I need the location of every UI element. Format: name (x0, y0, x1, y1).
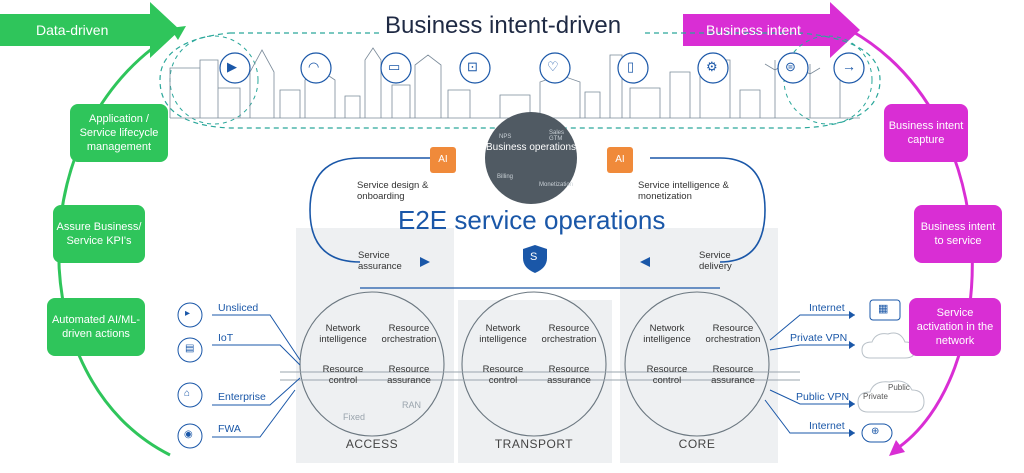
arc-label-nps: NPS (499, 134, 512, 140)
transport-resource-orchestration: Resource orchestration (541, 323, 597, 345)
car-icon: ⊜ (785, 59, 796, 74)
film-icon: ▦ (878, 303, 889, 315)
video-icon: ▸ (185, 308, 191, 319)
right-service-lines (764, 314, 855, 434)
iot-icon-circle (177, 337, 203, 363)
service-unsliced-label: Unsliced (218, 302, 259, 314)
transport-domain-label: TRANSPORT (494, 437, 574, 451)
core-resource-orchestration: Resource orchestration (705, 323, 761, 345)
service-intelligence-label: Service intelligence & monetization (638, 180, 729, 202)
core-resource-assurance: Resource assurance (711, 364, 755, 386)
transport-network-intelligence: Network intelligence (479, 323, 527, 345)
core-panel (620, 228, 778, 463)
service-internet-label: Internet (809, 302, 845, 314)
business-intent-label: Business intent (706, 22, 801, 38)
assure-kpi-box: Assure Business/ Service KPI's (53, 205, 145, 263)
application-lifecycle-box: Application / Service lifecycle manageme… (70, 104, 168, 162)
city-dashed-frame (159, 32, 881, 129)
ai-chip-right: AI (607, 147, 633, 173)
service-iot-label: IoT (218, 332, 234, 344)
city-skyline (169, 47, 860, 119)
business-operations-circle: Business operations NPS Sales GTM Moneti… (485, 112, 577, 204)
cloud-public-vpn (857, 380, 925, 413)
magenta-arc-arrowhead (889, 440, 905, 456)
unsliced-icon-circle (177, 302, 203, 328)
enterprise-icon-circle (177, 382, 203, 408)
shopping-cart-icon: ⊡ (467, 59, 478, 74)
service-delivery-label: Service delivery (699, 250, 732, 272)
arc-label-billing: Billing (497, 174, 514, 180)
service-internet-2-label: Internet (809, 420, 845, 432)
business-operations-label: Business operations (485, 142, 577, 153)
core-circle (624, 291, 770, 437)
transport-circle (461, 291, 607, 437)
core-resource-control: Resource control (646, 364, 688, 386)
access-fixed-label: Fixed (343, 412, 366, 422)
vr-headset-icon: ▭ (388, 59, 401, 74)
cloud-public-label: Public (888, 383, 910, 392)
service-public-vpn-label: Public VPN (796, 391, 850, 403)
e2e-service-loop (309, 157, 766, 263)
business-intent-driven-title: Business intent-driven (385, 12, 622, 39)
radio-icon: ◉ (184, 429, 193, 440)
transport-resource-control: Resource control (482, 364, 524, 386)
service-fwa-label: FWA (218, 423, 241, 435)
left-service-lines (212, 314, 301, 438)
arrow-right-icon: → (842, 58, 856, 74)
city-icon-circles (219, 52, 865, 84)
core-network-intelligence: Network intelligence (643, 323, 691, 345)
access-ran-label: RAN (402, 400, 422, 410)
video-camera-icon: ▶ (227, 59, 237, 74)
service-assurance-label: Service assurance (358, 250, 402, 272)
gamepad-icon: ⊕ (871, 426, 880, 437)
service-enterprise-label: Enterprise (218, 391, 266, 403)
shield-letter: S (530, 251, 538, 263)
data-driven-label: Data-driven (36, 22, 109, 38)
access-panel (296, 228, 454, 463)
e2e-service-operations-title: E2E service operations (398, 205, 666, 235)
magenta-banner-arrow (683, 2, 860, 58)
access-resource-orchestration: Resource orchestration (381, 323, 437, 345)
service-activation-box: Service activation in the network (909, 298, 1001, 356)
service-design-label: Service design & onboarding (357, 180, 429, 202)
access-circle (299, 291, 445, 437)
film-icon-box (869, 299, 901, 321)
business-intent-to-service-box: Business intent to service (914, 205, 1002, 263)
iot-device-icon: ▯ (627, 59, 635, 74)
robot-arm-icon: ⚙ (706, 59, 718, 74)
green-banner-arrow (0, 2, 180, 58)
business-intent-capture-box: Business intent capture (884, 104, 968, 162)
health-heart-icon: ♡ (547, 59, 559, 74)
core-domain-label: CORE (678, 437, 716, 451)
arc-label-sales: Sales GTM (549, 130, 565, 142)
cloud-private-label: Private (863, 392, 888, 401)
access-network-intelligence: Network intelligence (319, 323, 367, 345)
access-resource-assurance: Resource assurance (387, 364, 431, 386)
document-icon: ▤ (185, 343, 195, 354)
access-resource-control: Resource control (322, 364, 364, 386)
automated-ai-actions-box: Automated AI/ML-driven actions (47, 298, 145, 356)
cloud-private-vpn (861, 332, 916, 359)
wifi-icon: ◠ (308, 59, 320, 74)
transport-resource-assurance: Resource assurance (547, 364, 591, 386)
service-private-vpn-label: Private VPN (790, 332, 848, 344)
arc-label-monetization: Monetization (539, 182, 574, 188)
access-domain-label: ACCESS (345, 437, 399, 451)
gamepad-icon-box (861, 423, 893, 443)
ai-chip-left: AI (430, 147, 456, 173)
fwa-icon-circle (177, 423, 203, 449)
security-shield-icon (523, 245, 547, 273)
enterprise-icon: ⌂ (184, 388, 191, 399)
